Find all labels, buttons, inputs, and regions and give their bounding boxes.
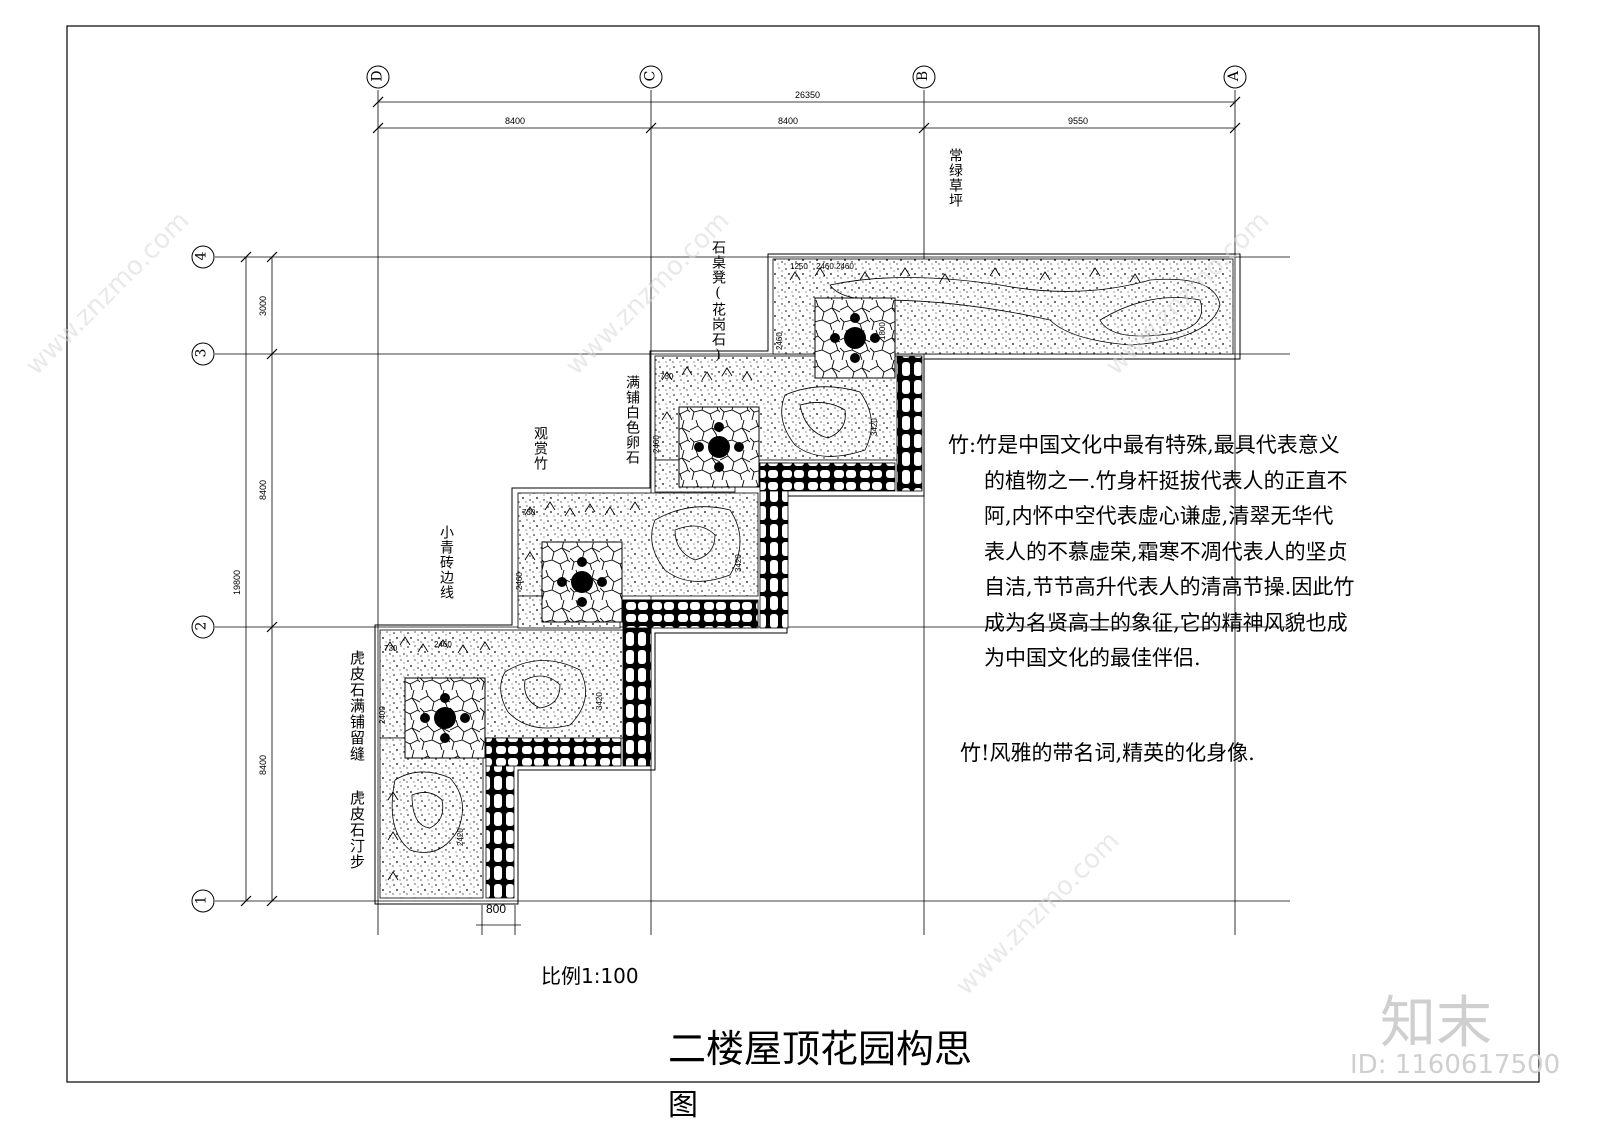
scale-label: 比例1:100	[541, 964, 639, 988]
dim-small: 1250	[790, 262, 808, 271]
label-stone-bench: 石桌凳(花岗石)	[710, 240, 726, 364]
dim-small: 1800	[878, 322, 887, 340]
dim-small: 3420	[734, 554, 743, 572]
dim-small: 2460	[836, 262, 854, 271]
dim-small: 2400	[378, 706, 387, 724]
drawing-title-cont: 图	[668, 1088, 698, 1123]
grid-label-c: C	[642, 70, 659, 82]
drawing-title: 二楼屋顶花园构思	[668, 1027, 973, 1071]
dim-small: 3420	[595, 692, 604, 710]
label-lawn: 常绿草坪	[947, 148, 963, 208]
watermark-id: ID: 1160617500	[1350, 1050, 1561, 1080]
grid-label-3: 3	[193, 348, 210, 358]
label-pebbles: 满铺白色卵石	[624, 375, 640, 465]
dim-small: 730	[660, 372, 674, 381]
dim-small: 2460	[434, 640, 452, 649]
description-line: 竹:竹是中国文化中最有特殊,最具代表意义	[948, 433, 1340, 457]
grid-label-2: 2	[193, 621, 210, 631]
bamboo-motto: 竹!风雅的带名词,精英的化身像.	[960, 741, 1255, 765]
dim-row-4-3: 3000	[258, 295, 268, 316]
watermark-brand: 知末	[1380, 991, 1492, 1056]
grid-label-4: 4	[193, 251, 210, 261]
dim-row-2-1: 8400	[258, 754, 268, 775]
dim-small: 2460	[515, 572, 524, 590]
label-tiger-stone-steps: 虎皮石汀步	[348, 790, 366, 870]
description-line: 的植物之一.竹身杆挺拔代表人的正直不	[984, 468, 1348, 493]
description-line: 为中国文化的最佳伴侣.	[984, 646, 1201, 670]
label-tiger-stone-paving: 虎皮石满铺留缝	[348, 650, 366, 762]
dim-bay-3: 9550	[1068, 116, 1089, 126]
dim-row-3-2: 8400	[258, 479, 268, 500]
dim-bay-1: 8400	[505, 116, 526, 126]
dim-total-height: 19800	[232, 569, 242, 595]
description-line: 自洁,节节高升代表人的清高节操.因此竹	[984, 575, 1355, 599]
dim-small: 730	[522, 508, 536, 517]
grid-label-b: B	[915, 70, 932, 82]
dim-path-width: 800	[486, 902, 507, 916]
dim-small: 2420	[456, 828, 465, 846]
dim-small: 730	[384, 644, 398, 653]
dim-total-width: 26350	[795, 90, 821, 100]
dim-bay-2: 8400	[778, 116, 799, 126]
label-brick-edge: 小青砖边线	[438, 525, 454, 600]
description-line: 阿,内怀中空代表虚心谦虚,清翠无华代	[984, 504, 1334, 528]
grid-label-1: 1	[193, 895, 210, 905]
grid-label-a: A	[1226, 70, 1243, 82]
description-line: 成为名贤高士的象征,它的精神风貌也成	[984, 610, 1348, 635]
description-line: 表人的不慕虚荣,霜寒不凋代表人的坚贞	[984, 539, 1348, 564]
dim-small: 2460	[775, 332, 784, 350]
grid-label-d: D	[369, 70, 386, 82]
dim-small: 2460	[652, 435, 661, 453]
dim-small: 3420	[870, 418, 879, 436]
dim-small: 2460	[816, 262, 834, 271]
bamboo-description: 竹:竹是中国文化中最有特殊,最具代表意义 的植物之一.竹身杆挺拔代表人的正直不 …	[948, 428, 1354, 677]
label-bamboo: 观赏竹	[532, 426, 548, 471]
